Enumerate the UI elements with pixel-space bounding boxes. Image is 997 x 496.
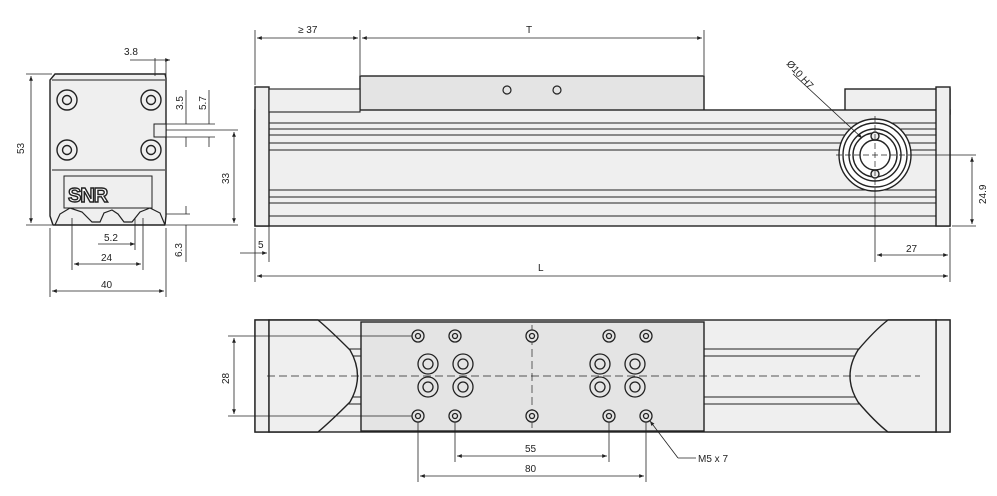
dim-53: 53 xyxy=(16,142,27,154)
dim-24: 24 xyxy=(101,253,113,264)
dim-3-5: 3.5 xyxy=(175,96,186,110)
drive-hub xyxy=(836,116,914,194)
dim-28: 28 xyxy=(221,372,232,384)
dim-ge-37: ≥ 37 xyxy=(298,25,318,36)
dim-m5-thread: M5 x 7 xyxy=(698,454,728,465)
right-end-cap xyxy=(935,86,951,227)
side-bracket xyxy=(153,123,167,138)
dim-5: 5 xyxy=(258,240,264,251)
dim-T: T xyxy=(526,25,532,36)
dim-3-8: 3.8 xyxy=(124,47,138,58)
side-view xyxy=(254,75,951,227)
hole-icon xyxy=(552,85,562,95)
snr-logo: SNR xyxy=(68,185,109,207)
left-end-cap-top xyxy=(254,319,270,433)
dim-55: 55 xyxy=(525,444,537,455)
dim-27: 27 xyxy=(906,244,918,255)
dim-bore-diameter: Ø10 H7 xyxy=(784,59,816,92)
logo-plate xyxy=(63,175,153,209)
top-view-dimensions xyxy=(228,335,696,482)
dim-5-7: 5.7 xyxy=(198,96,209,110)
hole-icon xyxy=(502,85,512,95)
end-view xyxy=(49,58,167,226)
left-end-block-top xyxy=(268,319,359,433)
dim-33: 33 xyxy=(221,172,232,184)
dim-5-2: 5.2 xyxy=(104,233,118,244)
end-view-dimensions xyxy=(26,58,238,297)
carriage-side xyxy=(359,75,705,113)
rail-profile xyxy=(54,207,166,226)
left-end-cap xyxy=(254,86,270,227)
end-view-screws xyxy=(56,89,162,161)
carriage-holes xyxy=(411,329,653,423)
dim-6-3: 6.3 xyxy=(174,243,185,257)
dim-24-9: 24.9 xyxy=(978,184,989,204)
dim-80: 80 xyxy=(525,464,537,475)
right-end-cap-top xyxy=(935,319,951,433)
dim-40: 40 xyxy=(101,280,113,291)
side-view-dimensions xyxy=(240,30,976,282)
dim-L: L xyxy=(538,263,544,274)
